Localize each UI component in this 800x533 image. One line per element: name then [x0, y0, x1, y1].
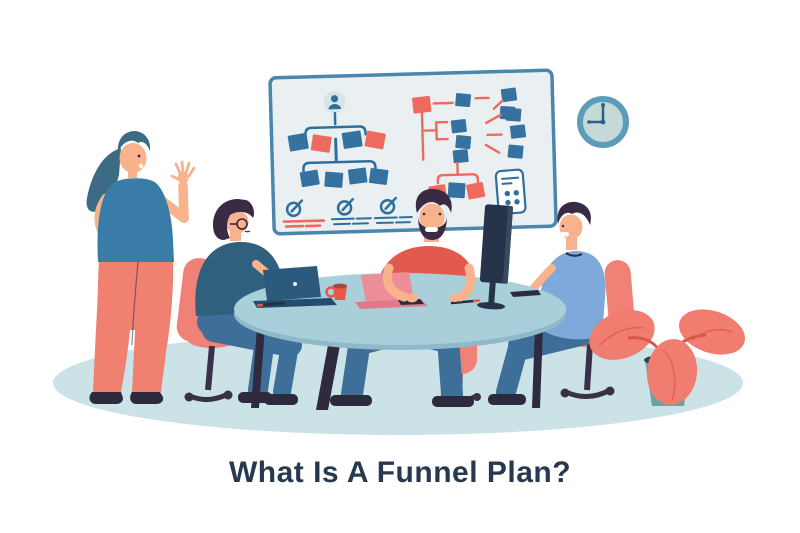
funnel-tree-diagram — [287, 91, 389, 188]
mind-map-diagram — [411, 87, 527, 202]
meeting-illustration — [53, 68, 745, 435]
coffee-cup — [325, 283, 347, 300]
floor-shadow — [53, 331, 743, 435]
gauge-icon-3 — [373, 196, 413, 225]
potted-plant — [589, 309, 745, 406]
pen-left — [256, 301, 286, 307]
desktop-monitor — [477, 204, 513, 310]
gauge-icon-2 — [330, 197, 372, 226]
wall-clock-icon — [577, 96, 629, 148]
pen-right — [450, 299, 481, 305]
man-blue-shirt — [488, 201, 606, 405]
keyboard — [510, 290, 541, 297]
raised-hand — [170, 160, 196, 184]
glasses-icon — [230, 218, 248, 230]
gauge-icon-1 — [282, 199, 326, 228]
whiteboard — [268, 68, 558, 236]
person-icon — [328, 95, 341, 110]
man-red-shirt-arms — [382, 263, 476, 303]
dark-laptop — [253, 266, 337, 308]
page-title: What Is A Funnel Plan? — [228, 456, 572, 489]
standing-presenter — [86, 131, 196, 404]
